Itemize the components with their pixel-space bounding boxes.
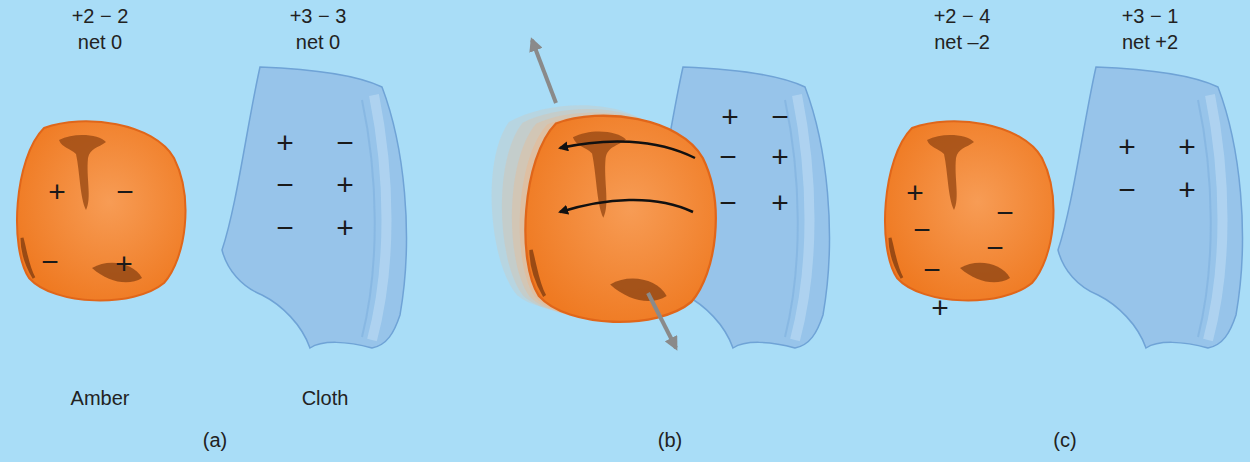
charge-sign: − [336,128,354,158]
cloth-piece: + + − + [1058,65,1248,348]
amber-inclusion [960,263,1010,283]
charge-sign: − [771,102,789,132]
motion-arrow [532,40,556,103]
panel-letter: (c) [1053,429,1076,451]
panel-letter: (b) [658,429,682,451]
charge-count: +3 − 1 [1122,5,1179,27]
charge-sign: + [1118,132,1136,162]
object-name: Amber [71,387,130,409]
charge-sign: − [719,188,737,218]
net-charge: net +2 [1122,31,1178,53]
amber-piece: +−−−−+ [882,118,1054,302]
cloth-fold [362,100,375,337]
charge-sign: − [116,177,134,207]
charge-sign: + [721,102,739,132]
cloth-body [1058,67,1242,348]
charge-sign: − [41,247,59,277]
charge-sign: + [336,213,354,243]
amber-inclusion [927,135,974,210]
charge-sign: + [336,170,354,200]
charge-sign: + [115,249,133,279]
amber-body [885,121,1053,300]
charge-sign: − [276,170,294,200]
amber-body [525,116,715,322]
net-charge: net 0 [296,31,340,53]
charge-sign: + [1178,175,1196,205]
cloth-fold [1198,100,1211,337]
amber-rubbed [525,116,715,322]
charge-count: +2 − 4 [934,5,991,27]
charge-sign: − [1118,175,1136,205]
amber-piece: + − − + [14,118,186,302]
cloth-piece: + − − + − + [222,65,412,348]
charge-sign: + [771,188,789,218]
amber-inclusion [59,135,106,210]
panel-letter: (a) [203,429,227,451]
charge-sign: + [1178,132,1196,162]
amber-outline [14,118,186,302]
cloth-outline [1058,65,1248,348]
amber-body [17,121,185,300]
charge-sign: − [719,142,737,172]
charge-sign: + [931,293,949,323]
cloth-fold [785,100,798,337]
amber-inclusion [610,279,667,301]
cloth-outline [222,65,412,348]
amber-inclusion [890,238,902,278]
transfer-arrow [560,200,693,212]
charge-sign: − [276,213,294,243]
charge-sign: − [913,215,931,245]
charge-count: +3 − 3 [290,5,347,27]
object-name: Cloth [302,387,349,409]
amber-inclusion [22,238,34,278]
charge-sign: − [986,233,1004,263]
charge-sign: + [276,128,294,158]
cloth-body [222,67,406,348]
amber-outline [882,118,1054,302]
motion-arrow [648,293,676,348]
transfer-arrow [560,141,695,158]
net-charge: net 0 [78,31,122,53]
charge-count: +2 − 2 [72,5,129,27]
amber-inclusion [531,250,545,296]
charge-sign: + [48,177,66,207]
charge-sign: − [996,198,1014,228]
net-charge: net –2 [934,31,990,53]
charge-sign: + [906,178,924,208]
charge-sign: − [923,255,941,285]
charge-sign: + [771,142,789,172]
